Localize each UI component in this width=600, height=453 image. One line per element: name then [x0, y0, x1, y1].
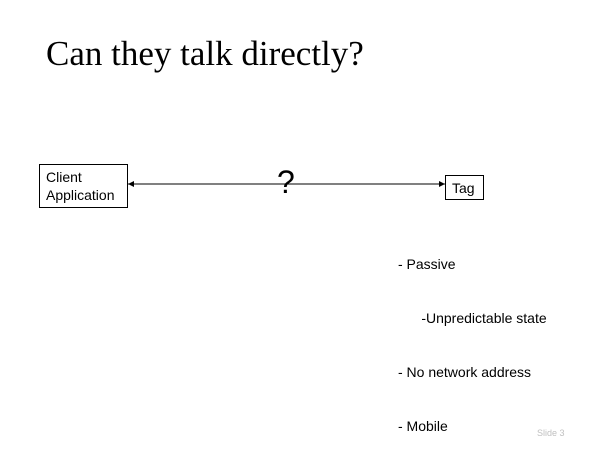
property-item: -Unpredictable state — [398, 310, 547, 326]
arrowhead-right-icon — [439, 181, 445, 187]
client-label-line2: Application — [46, 187, 115, 203]
tag-properties-list: - Passive -Unpredictable state - No netw… — [398, 219, 547, 453]
arrowhead-left-icon — [128, 181, 134, 187]
slide-title: Can they talk directly? — [46, 34, 364, 73]
slide-number: Slide 3 — [537, 428, 565, 438]
property-item: - Mobile — [398, 418, 448, 434]
property-item: - Passive — [398, 256, 456, 272]
tag-box: Tag — [445, 175, 484, 200]
client-application-box: Client Application — [39, 164, 128, 208]
question-mark: ? — [277, 164, 295, 200]
property-item: - No network address — [398, 364, 532, 380]
client-label-line1: Client — [46, 169, 82, 185]
